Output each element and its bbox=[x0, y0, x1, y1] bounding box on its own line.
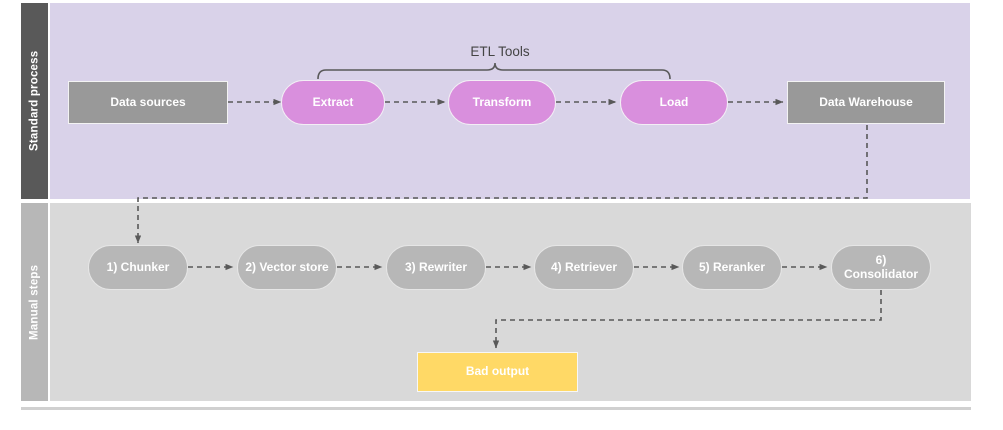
node-rewriter[interactable]: 3) Rewriter bbox=[386, 245, 486, 290]
node-extract[interactable]: Extract bbox=[281, 80, 385, 125]
lane-label-standard-process: Standard process bbox=[21, 3, 48, 199]
node-reranker[interactable]: 5) Reranker bbox=[682, 245, 782, 290]
node-bad-output[interactable]: Bad output bbox=[417, 352, 578, 392]
etl-tools-group-label: ETL Tools bbox=[470, 44, 530, 59]
node-data-sources[interactable]: Data sources bbox=[68, 81, 228, 124]
node-transform[interactable]: Transform bbox=[448, 80, 556, 125]
node-retriever[interactable]: 4) Retriever bbox=[534, 245, 634, 290]
node-load[interactable]: Load bbox=[620, 80, 728, 125]
node-consolidator[interactable]: 6) Consolidator bbox=[831, 245, 931, 290]
bottom-divider bbox=[21, 407, 971, 410]
node-data-warehouse[interactable]: Data Warehouse bbox=[787, 81, 945, 124]
lane-label-manual-steps: Manual steps bbox=[21, 203, 48, 401]
node-vector-store[interactable]: 2) Vector store bbox=[237, 245, 337, 290]
node-chunker[interactable]: 1) Chunker bbox=[88, 245, 188, 290]
